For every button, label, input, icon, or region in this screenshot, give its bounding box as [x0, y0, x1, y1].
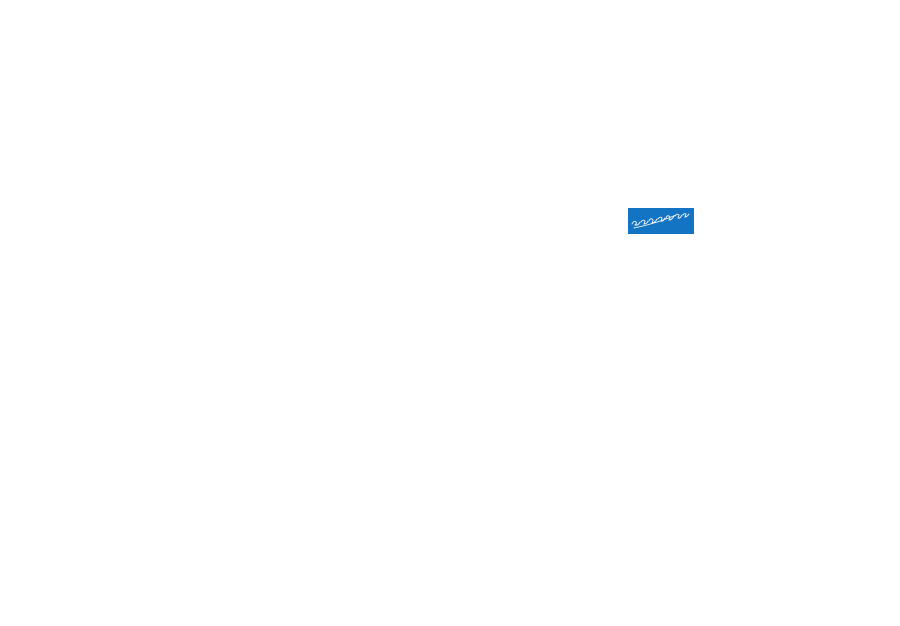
signature-scribble-icon — [628, 208, 694, 234]
blue-signature-badge-button[interactable] — [628, 208, 694, 234]
